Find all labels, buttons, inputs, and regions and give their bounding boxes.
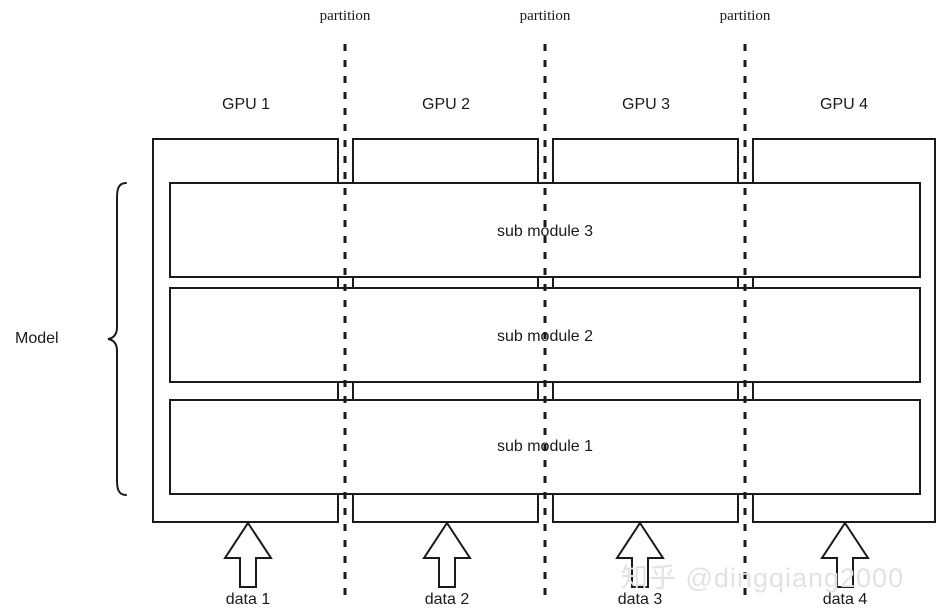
submodule-label-1: sub module 1 [496, 438, 594, 455]
data-arrow-3 [615, 521, 665, 588]
model-label: Model [15, 330, 59, 347]
data-label-4: data 4 [822, 591, 868, 608]
data-arrow-1 [223, 521, 273, 588]
partition-label-2: partition [519, 8, 571, 24]
gpu-label-2: GPU 2 [421, 96, 471, 113]
data-label-2: data 2 [424, 591, 470, 608]
data-label-1: data 1 [225, 591, 271, 608]
model-brace [107, 182, 127, 496]
submodule-label-2: sub module 2 [496, 328, 594, 345]
data-arrows [223, 521, 870, 588]
partition-lines [343, 44, 747, 597]
watermark-text: 知乎 @dingqiang2000 [621, 563, 905, 593]
partition-label-3: partition [719, 8, 771, 24]
data-arrow-2 [422, 521, 472, 588]
data-arrow-4 [820, 521, 870, 588]
partition-label-1: partition [319, 8, 371, 24]
gpu-label-3: GPU 3 [621, 96, 671, 113]
data-label-3: data 3 [617, 591, 663, 608]
submodule-label-3: sub module 3 [496, 223, 594, 240]
gpu-label-1: GPU 1 [221, 96, 271, 113]
gpu-label-4: GPU 4 [819, 96, 869, 113]
submodule-box-3 [169, 182, 921, 278]
